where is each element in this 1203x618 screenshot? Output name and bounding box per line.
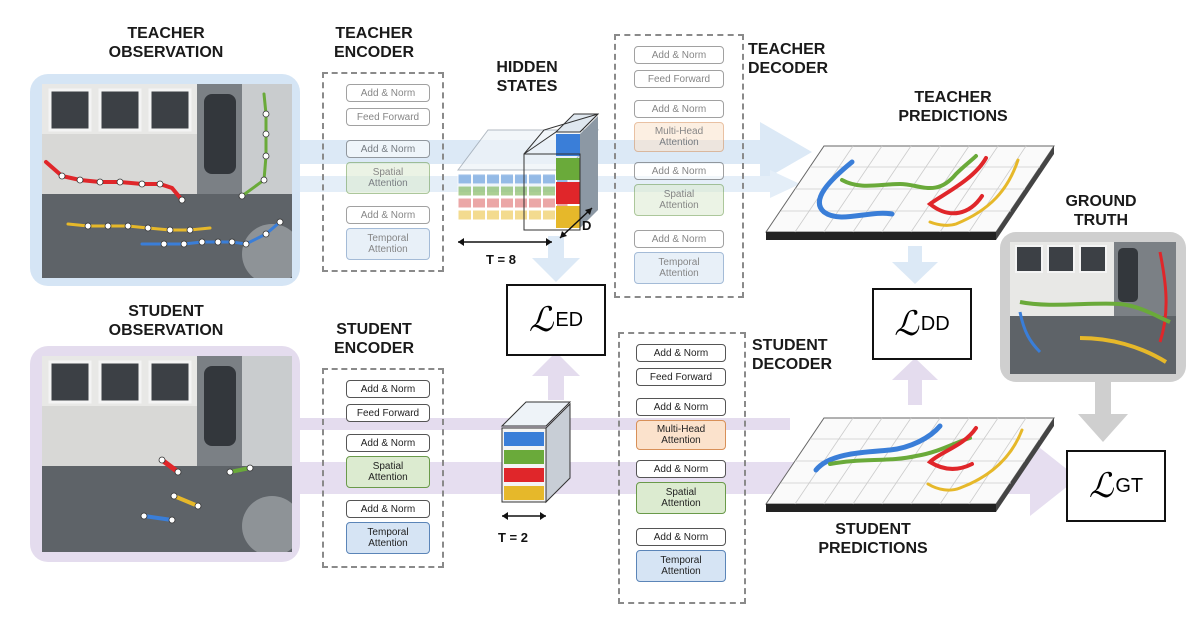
- student-dec-feed-forward: Feed Forward: [636, 368, 726, 386]
- student-dec-spatial-attention: Spatial Attention: [636, 482, 726, 514]
- student-predictions-heading: STUDENT PREDICTIONS: [818, 521, 928, 557]
- teacher-pred-green-track: [840, 154, 978, 191]
- student-enc-spatial-attention: Spatial Attention: [346, 456, 430, 488]
- student-dec-temporal-attention: Temporal Attention: [636, 550, 726, 582]
- student-dec-add-norm-2: Add & Norm: [636, 460, 726, 478]
- student-decoder-heading: STUDENT DECODER: [752, 337, 833, 373]
- hidden-dim-label: D: [582, 218, 592, 233]
- gt-yellow-track: [1079, 336, 1168, 364]
- loss-ed-subscript: ED: [555, 308, 584, 331]
- teacher-enc-add-norm-2: Add & Norm: [346, 140, 430, 158]
- teacher-hidden-states: [457, 113, 600, 246]
- down-arrow-teacher-to-led: [532, 236, 580, 282]
- teacher-predictions-heading: TEACHER PREDICTIONS: [898, 89, 1008, 125]
- up-arrow-student-to-led: [532, 352, 580, 400]
- loss-ed-symbol: ℒ: [528, 300, 554, 340]
- teacher-decoder-heading: TEACHER DECODER: [748, 41, 829, 77]
- teacher-time-label: T = 8: [486, 252, 516, 267]
- teacher-decoder-box: Add & Norm Feed Forward Add & Norm Multi…: [614, 34, 744, 298]
- student-enc-add-norm-3: Add & Norm: [346, 380, 430, 398]
- down-arrow-teacher-to-ldd: [892, 246, 938, 284]
- teacher-dec-add-norm-1: Add & Norm: [634, 230, 724, 248]
- teacher-observation-heading: TEACHER OBSERVATION: [108, 25, 224, 61]
- teacher-enc-spatial-attention: Spatial Attention: [346, 162, 430, 194]
- teacher-predictions-board: [765, 145, 1055, 240]
- teacher-enc-feed-forward: Feed Forward: [346, 108, 430, 126]
- teacher-enc-temporal-attention: Temporal Attention: [346, 228, 430, 260]
- teacher-dec-multi-head-attention: Multi-Head Attention: [634, 122, 724, 152]
- student-dec-multi-head-attention: Multi-Head Attention: [636, 420, 726, 450]
- student-obs-yellow-track: [172, 494, 200, 508]
- teacher-dec-add-norm-3: Add & Norm: [634, 100, 724, 118]
- gt-green-track: [1019, 300, 1171, 324]
- teacher-enc-add-norm-1: Add & Norm: [346, 206, 430, 224]
- student-enc-add-norm-1: Add & Norm: [346, 500, 430, 518]
- teacher-dec-add-norm-4: Add & Norm: [634, 46, 724, 64]
- loss-gt-symbol: ℒ: [1088, 466, 1114, 506]
- student-observation-image: [42, 356, 292, 552]
- teacher-hidden-state-front-slice: [523, 113, 600, 231]
- student-dec-add-norm-1: Add & Norm: [636, 528, 726, 546]
- teacher-encoder-heading: TEACHER ENCODER: [333, 25, 414, 61]
- loss-gt-subscript: GT: [1115, 474, 1144, 497]
- student-pred-blue-track: [813, 423, 943, 473]
- student-enc-feed-forward: Feed Forward: [346, 404, 430, 422]
- student-predictions-board: [765, 417, 1055, 512]
- student-dec-add-norm-4: Add & Norm: [636, 344, 726, 362]
- teacher-dec-feed-forward: Feed Forward: [634, 70, 724, 88]
- student-pred-red-track: [926, 426, 978, 471]
- student-observation-heading: STUDENT OBSERVATION: [108, 303, 224, 339]
- gt-blue-track: [1018, 311, 1042, 354]
- teacher-encoder-box: Add & Norm Feed Forward Add & Norm Spati…: [322, 72, 444, 272]
- loss-dd-subscript: DD: [920, 312, 950, 335]
- student-enc-add-norm-2: Add & Norm: [346, 434, 430, 452]
- student-encoder-heading: STUDENT ENCODER: [333, 321, 414, 357]
- teacher-observation-image: [42, 84, 292, 278]
- student-time-label: T = 2: [498, 530, 528, 545]
- teacher-dec-temporal-attention: Temporal Attention: [634, 252, 724, 284]
- student-obs-blue-track: [142, 514, 174, 522]
- student-pred-green-track: [828, 436, 972, 466]
- student-hidden-state-bars: [504, 432, 544, 500]
- teacher-enc-add-norm-3: Add & Norm: [346, 84, 430, 102]
- teacher-dec-add-norm-2: Add & Norm: [634, 162, 724, 180]
- student-dec-add-norm-3: Add & Norm: [636, 398, 726, 416]
- student-enc-temporal-attention: Temporal Attention: [346, 522, 430, 554]
- teacher-pred-blue-track: [816, 159, 895, 220]
- student-encoder-box: Add & Norm Feed Forward Add & Norm Spati…: [322, 368, 444, 568]
- student-pred-yellow-track: [926, 428, 1024, 492]
- gt-red-track: [1158, 251, 1168, 343]
- teacher-pred-red-track: [926, 156, 988, 216]
- student-flow-arrow-2: [290, 440, 1078, 516]
- student-hidden-states: [500, 401, 572, 520]
- teacher-dec-spatial-attention: Spatial Attention: [634, 184, 724, 216]
- hidden-states-heading: HIDDEN STATES: [496, 59, 558, 95]
- ground-truth-image: [1010, 242, 1176, 374]
- gt-arrow: [1078, 380, 1128, 442]
- up-arrow-student-to-ldd: [892, 358, 938, 405]
- ground-truth-heading: GROUND TRUTH: [1065, 193, 1137, 229]
- teacher-pred-yellow-track: [928, 158, 1020, 227]
- loss-dd-symbol: ℒ: [894, 304, 919, 344]
- student-decoder-box: Add & Norm Feed Forward Add & Norm Multi…: [618, 332, 746, 604]
